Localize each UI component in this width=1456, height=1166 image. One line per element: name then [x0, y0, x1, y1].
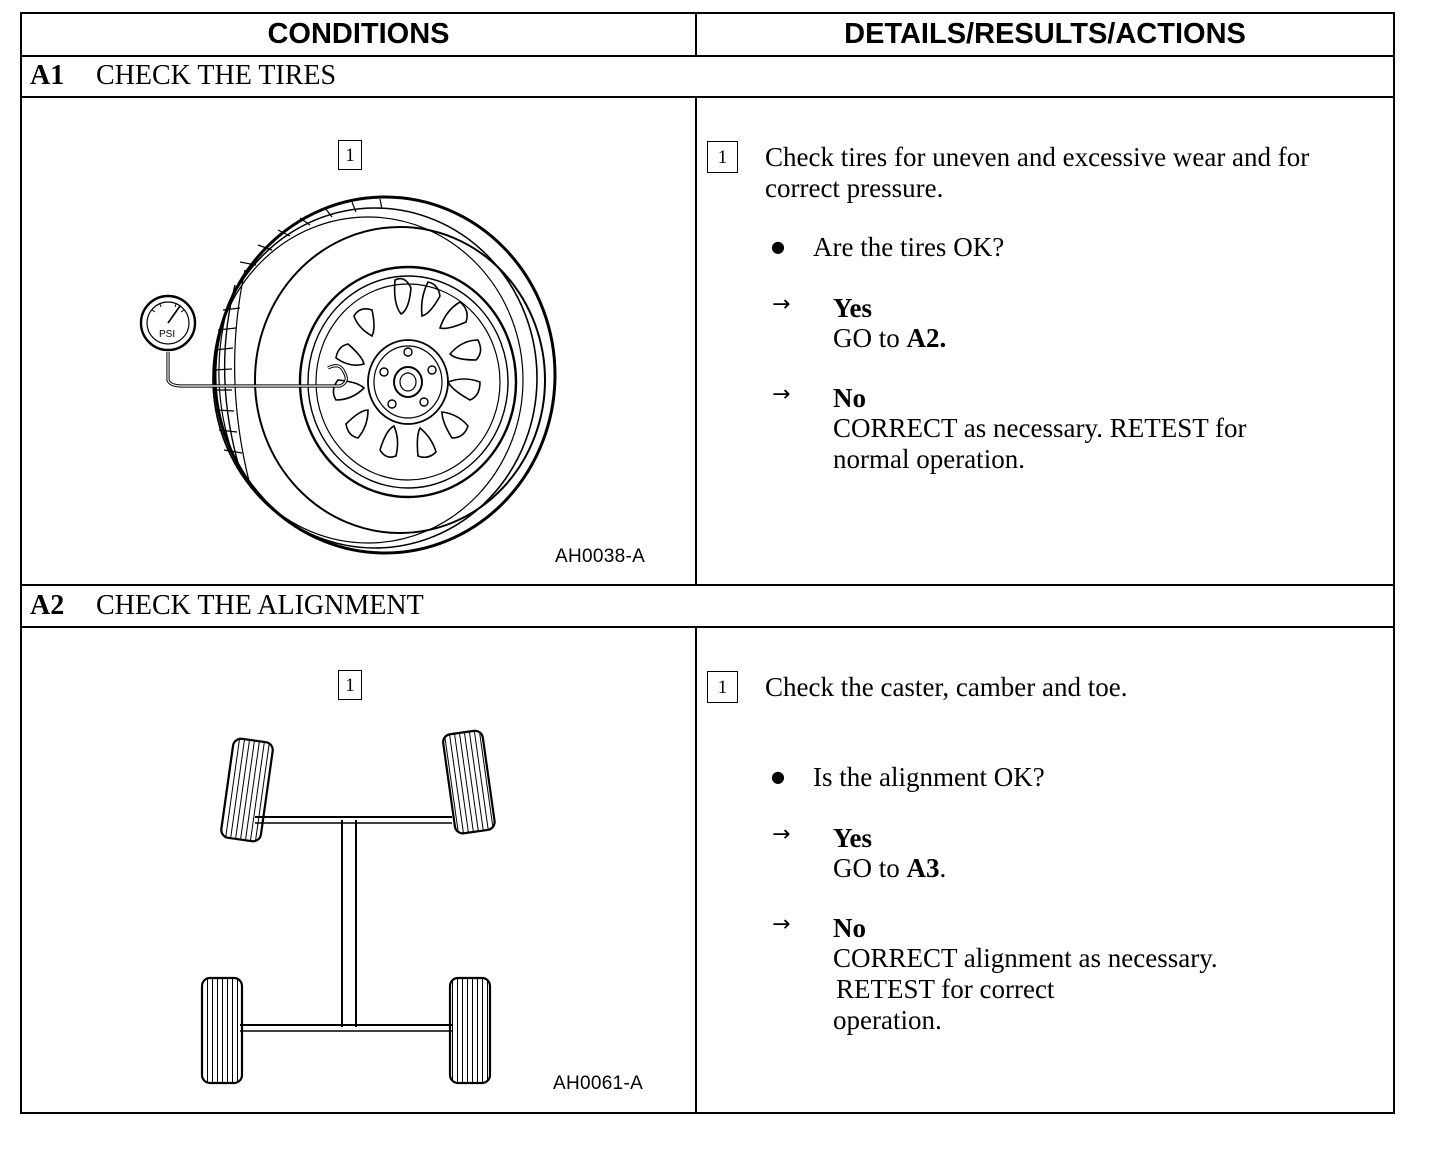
- step-title: CHECK THE TIRES: [96, 60, 337, 91]
- table-divider: [20, 626, 1395, 628]
- yes-action: GO to A2.: [833, 323, 947, 353]
- table-column-divider: [695, 626, 697, 1114]
- tire-outer-icon: [213, 195, 557, 555]
- pressure-gauge-icon: [139, 294, 197, 352]
- step-code: A1: [30, 60, 65, 91]
- figure-step-number: 1: [338, 140, 362, 170]
- figure-step-number: 1: [338, 670, 362, 700]
- table-border-right: [1393, 12, 1395, 1114]
- yes-label: Yes: [833, 823, 872, 853]
- step-title: CHECK THE ALIGNMENT: [96, 590, 424, 621]
- table-border-bottom: [20, 1112, 1395, 1114]
- bullet-icon: ●: [771, 237, 785, 256]
- table-column-divider: [695, 96, 697, 586]
- table-divider: [20, 584, 1395, 586]
- instruction-text: Check tires for uneven and excessive wea…: [765, 142, 1310, 203]
- front-left-wheel-icon: [220, 737, 274, 843]
- column-header-conditions: CONDITIONS: [267, 18, 450, 50]
- arrow-right-icon: →: [772, 382, 791, 407]
- table-border-left: [20, 12, 22, 1114]
- yes-label: Yes: [833, 293, 872, 323]
- no-action: CORRECT alignment as necessary. RETEST f…: [833, 943, 1218, 1035]
- wheel-rim-icon: [298, 265, 518, 499]
- figure-id: AH0061-A: [553, 1073, 644, 1094]
- table-column-divider: [695, 12, 697, 57]
- column-header-details: DETAILS/RESULTS/ACTIONS: [844, 18, 1246, 50]
- step-header-a2: A2 CHECK THE ALIGNMENT: [30, 590, 424, 622]
- rear-left-wheel-icon: [200, 976, 244, 1085]
- step-header-a1: A1 CHECK THE TIRES: [30, 60, 336, 92]
- question-text: Are the tires OK?: [813, 232, 1005, 262]
- no-label: No: [833, 913, 866, 943]
- table-divider: [20, 96, 1395, 98]
- arrow-right-icon: →: [772, 822, 791, 847]
- no-label: No: [833, 383, 866, 413]
- table-border-top: [20, 12, 1395, 14]
- arrow-right-icon: →: [772, 912, 791, 937]
- detail-step-number: 1: [707, 671, 738, 703]
- bullet-icon: ●: [771, 767, 785, 786]
- yes-action: GO to A3.: [833, 853, 947, 883]
- step-code: A2: [30, 590, 65, 621]
- tire-pressure-gauge-illustration: PSI: [139, 195, 557, 555]
- detail-step-number: 1: [707, 141, 738, 173]
- instruction-text: Check the caster, camber and toe.: [765, 672, 1128, 702]
- front-right-wheel-icon: [442, 729, 496, 835]
- table-divider: [20, 55, 1395, 57]
- wheel-alignment-illustration: [200, 729, 496, 1085]
- figure-id: AH0038-A: [555, 546, 646, 567]
- no-action: CORRECT as necessary. RETEST for normal …: [833, 413, 1247, 474]
- rear-right-wheel-icon: [448, 976, 492, 1085]
- gauge-label: PSI: [159, 329, 175, 340]
- question-text: Is the alignment OK?: [813, 762, 1045, 792]
- arrow-right-icon: →: [772, 292, 791, 317]
